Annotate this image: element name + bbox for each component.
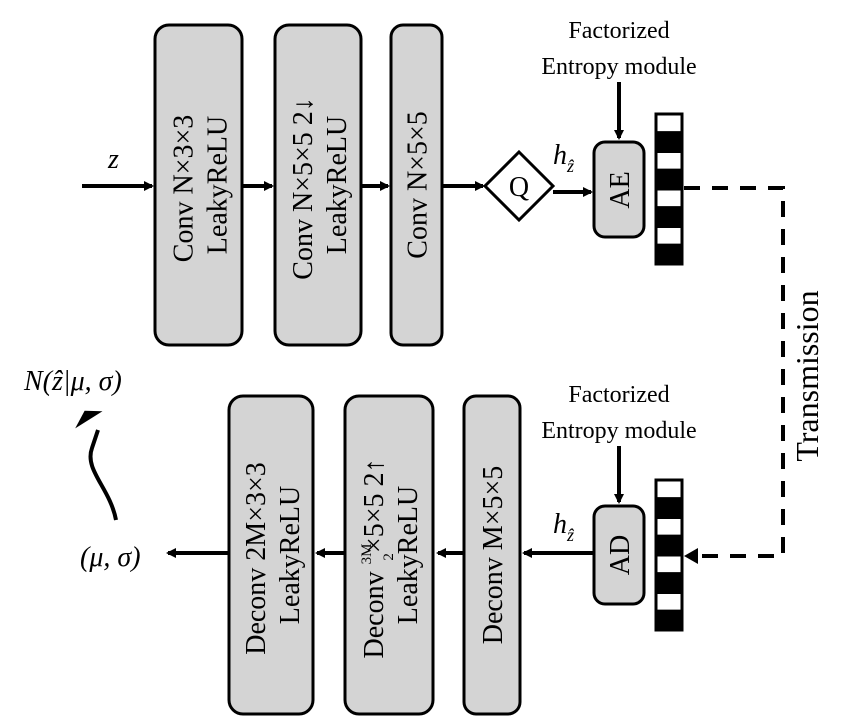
- svg-text:Deconv 2M×3×3 LeakyReLU: Deconv 2M×3×3 LeakyReLU: [241, 455, 306, 655]
- quantizer-label: Q: [509, 172, 529, 203]
- bitstream-cell: [654, 572, 684, 594]
- distribution-label: N(ẑ|μ, σ): [23, 366, 122, 397]
- bitstream-cell: [654, 497, 684, 519]
- bitstream-cell: [654, 534, 684, 557]
- decoder-deconv-block-1-line1: Deconv M×5×5: [478, 466, 509, 645]
- decoder-deconv-block-2-prefix: Deconv: [359, 564, 390, 658]
- encoder-conv-block-2-line1: Conv N×5×5 2↓: [288, 97, 319, 279]
- bitstream-cell: [654, 516, 684, 538]
- decoder-deconv-block-2-frac-den: 2: [381, 553, 397, 561]
- output-mu-sigma-label: (μ, σ): [80, 542, 141, 573]
- encoder-conv-block-2-line2: LeakyReLU: [322, 116, 353, 254]
- encoder-hz-label: h: [553, 140, 567, 171]
- encoder-bitstream: [654, 112, 684, 266]
- encoder-conv-block-1-line2: LeakyReLU: [203, 116, 234, 254]
- distribution-curve-arrow: [88, 429, 118, 521]
- svg-text:Conv N×5×5 2↓ LeakyReLU: Conv N×5×5 2↓ LeakyReLU: [288, 90, 353, 279]
- decoder-deconv-block-2-suffix: ×5×5 2↑: [359, 458, 390, 553]
- bitstream-cell: [654, 609, 684, 632]
- encoder-hz-subscript: ẑ: [566, 156, 575, 176]
- input-z-label: z: [107, 144, 119, 175]
- encoder-entropy-module-line1: Factorized: [568, 18, 669, 44]
- decoder-bitstream: [654, 478, 684, 632]
- bitstream-cell: [654, 478, 684, 501]
- arithmetic-encoder-block: [592, 140, 646, 239]
- bitstream-cell: [654, 553, 684, 576]
- decoder-entropy-module-line2: Entropy module: [541, 418, 696, 444]
- encoder-conv-block-1-line1: Conv N×3×3: [169, 115, 200, 262]
- bitstream-cell: [654, 131, 684, 153]
- bitstream-cell: [654, 168, 684, 191]
- encoder-entropy-module-line2: Entropy module: [541, 54, 696, 80]
- decoder-deconv-block-2-line2: LeakyReLU: [393, 486, 424, 624]
- svg-text:hẑ: hẑ: [553, 509, 575, 545]
- bitstream-cell: [654, 243, 684, 266]
- distribution-arrowhead: [75, 410, 103, 429]
- bitstream-cell: [654, 225, 684, 247]
- svg-text:Deconv 3M2×5×5 2↑ LeakyReL: Deconv 3M 2×5×5 2↑ LeakyReLU: [359, 451, 424, 658]
- bitstream-cell: [654, 591, 684, 613]
- transmission-path: [684, 186, 785, 558]
- decoder-entropy-module-line1: Factorized: [568, 382, 669, 408]
- quantizer-diamond: [482, 149, 556, 223]
- decoder-deconv-block-3-line2: LeakyReLU: [275, 486, 306, 624]
- transmission-arrowhead: [684, 548, 698, 564]
- arithmetic-decoder-label: AD: [605, 535, 636, 575]
- bitstream-cell: [654, 206, 684, 228]
- decoder-deconv-block-2-frac-num: 3M: [359, 544, 375, 565]
- bitstream-cell: [654, 112, 684, 135]
- bitstream-cell: [654, 150, 684, 172]
- bitstream-cell: [654, 187, 684, 210]
- transmission-label: Transmission: [789, 290, 825, 461]
- svg-text:Conv N×3×3 LeakyReLU: Conv N×3×3 LeakyReLU: [169, 108, 234, 262]
- svg-text:hẑ: hẑ: [553, 140, 575, 176]
- decoder-hz-subscript: ẑ: [566, 525, 575, 545]
- decoder-deconv-block-3-line1: Deconv 2M×3×3: [241, 462, 272, 655]
- arithmetic-encoder-label: AE: [605, 171, 636, 208]
- decoder-hz-label: h: [553, 509, 567, 540]
- encoder-conv-block-3-line1: Conv N×5×5: [403, 111, 434, 258]
